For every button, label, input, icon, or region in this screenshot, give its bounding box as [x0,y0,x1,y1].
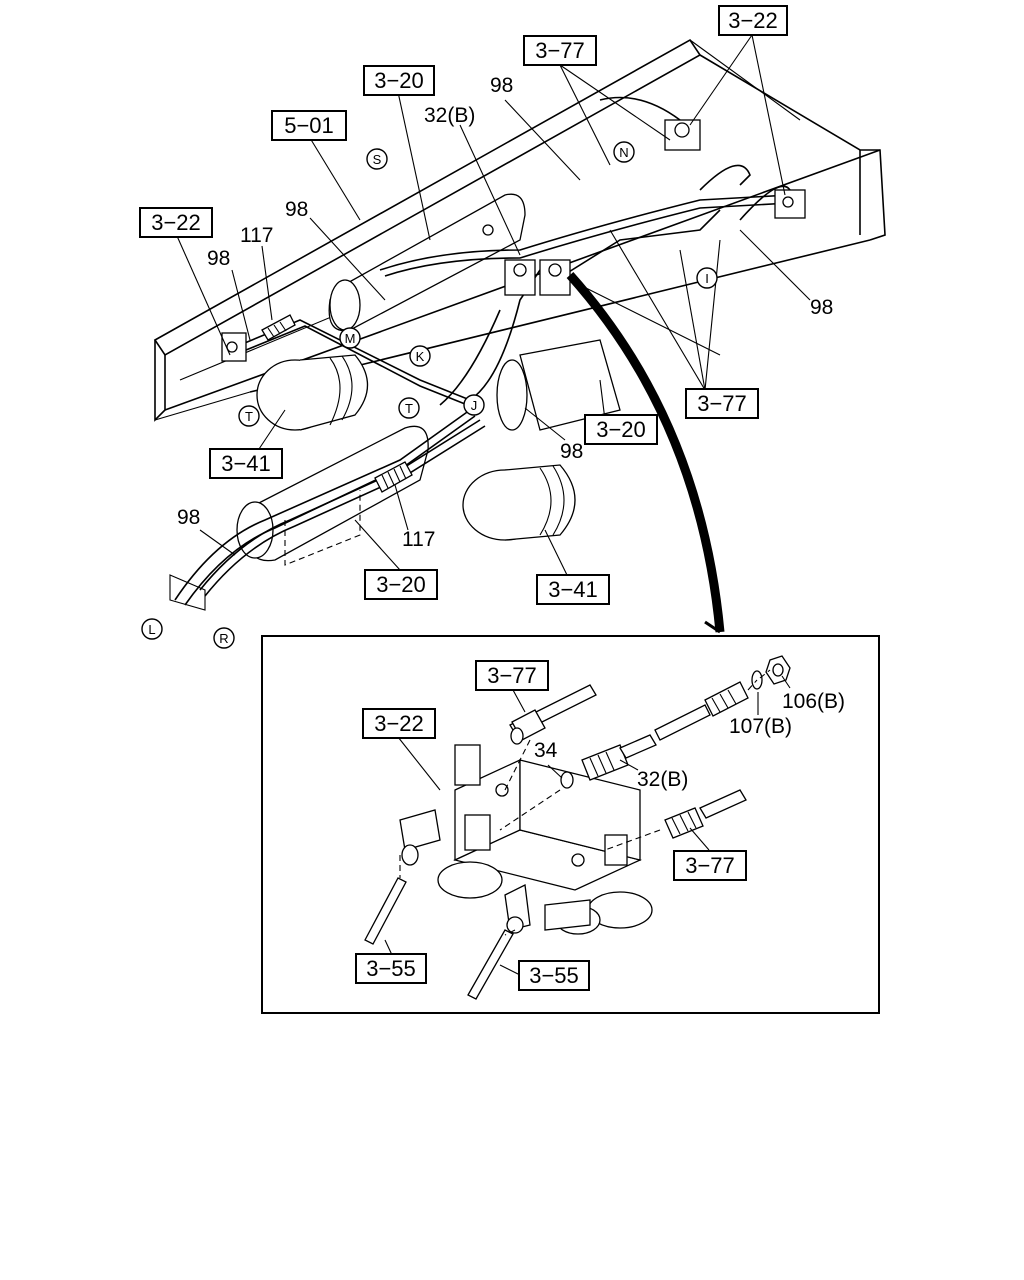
svg-text:S: S [373,152,382,167]
harness-coil-upper [261,314,296,341]
air-tank-upper [328,193,526,332]
svg-text:R: R [219,631,228,646]
dashed-bracket-lower [284,490,361,566]
svg-text:J: J [471,398,478,413]
connection-marker-s: S [366,148,388,170]
detail-callout-arrow [566,271,725,634]
svg-text:3−41: 3−41 [221,451,271,476]
connection-marker-r: R [213,627,235,649]
inset-fitting-right [664,789,747,839]
ref-box-3-77-inset-right: 3−77 [673,850,747,881]
part-label-98-mid: 98 [560,440,583,463]
svg-text:5−01: 5−01 [284,113,334,138]
part-label-106b: 106(B) [782,690,845,713]
part-label-117-left: 117 [240,224,273,247]
svg-text:3−55: 3−55 [529,963,579,988]
svg-text:3−77: 3−77 [685,853,735,878]
connection-marker-n: N [613,141,635,163]
svg-text:M: M [345,331,356,346]
part-label-32b-inset: 32(B) [637,768,688,791]
inset-nut-106b [765,655,791,685]
svg-text:I: I [705,271,709,286]
inset-pipe-3-55-right [467,929,514,1000]
inset-pipe-upper [509,684,597,745]
svg-text:N: N [619,145,628,160]
svg-text:3−77: 3−77 [535,38,585,63]
ref-box-5-01: 5−01 [271,110,347,141]
svg-text:3−22: 3−22 [151,210,201,235]
part-label-107b: 107(B) [729,715,792,738]
inset-washer-34 [560,771,574,789]
inset-pipe-32b [654,681,749,741]
valve-top-right [664,119,701,151]
part-label-98-bottom-left: 98 [177,506,200,529]
brake-chamber-bottom [462,464,576,541]
svg-text:T: T [245,409,253,424]
ref-box-3-77-inset-top: 3−77 [475,660,549,691]
ref-box-3-20-bottom: 3−20 [364,569,438,600]
ref-box-3-22-inset: 3−22 [362,708,436,739]
part-label-32b-top: 32(B) [424,104,475,127]
harness-coil-lower [374,461,413,493]
part-label-98-left-upper: 98 [285,198,308,221]
ref-box-3-22-left: 3−22 [139,207,213,238]
connection-marker-l: L [141,618,163,640]
part-label-98-left: 98 [207,247,230,270]
ref-box-3-77-right: 3−77 [685,388,759,419]
ref-box-3-55-inset-left: 3−55 [355,953,427,984]
svg-text:K: K [416,349,425,364]
svg-text:3−22: 3−22 [728,8,778,33]
connection-marker-t-mid: T [398,397,420,419]
brake-chamber-left [256,354,368,431]
leader-lines [176,34,811,576]
inset-fitting-32b [581,734,657,781]
ref-box-3-55-inset-right: 3−55 [518,960,590,991]
inset-leader-lines [384,675,791,976]
connection-marker-m: M [339,327,361,349]
connection-marker-k: K [409,345,431,367]
part-label-117-mid: 117 [402,528,435,551]
air-tank-right [496,339,621,431]
svg-text:L: L [148,622,155,637]
svg-text:3−55: 3−55 [366,956,416,981]
connection-marker-j: J [463,394,485,416]
svg-text:3−20: 3−20 [374,68,424,93]
part-label-34: 34 [534,739,558,762]
part-label-98-right: 98 [810,296,833,319]
svg-text:3−22: 3−22 [374,711,424,736]
ref-box-3-41-bottom: 3−41 [536,574,610,605]
svg-text:3−77: 3−77 [697,391,747,416]
svg-text:3−77: 3−77 [487,663,537,688]
connection-marker-t-left: T [238,405,260,427]
connection-marker-i: I [696,267,718,289]
inset-alignment-lines [399,669,771,936]
svg-text:3−20: 3−20 [376,572,426,597]
ref-box-3-20-top: 3−20 [363,65,435,96]
svg-text:3−41: 3−41 [548,577,598,602]
svg-text:T: T [405,401,413,416]
inset-relay-valve [399,744,653,935]
harness-bracket [169,574,206,611]
svg-text:3−20: 3−20 [596,417,646,442]
relay-valve-assembly [504,259,571,296]
ref-box-3-77-top: 3−77 [523,35,597,66]
valve-left [221,332,247,362]
part-label-98-top: 98 [490,74,513,97]
ref-box-3-41-left: 3−41 [209,448,283,479]
inset-pipe-3-55-left [364,877,407,945]
ref-box-3-22-top: 3−22 [718,5,788,36]
ref-box-3-20-mid: 3−20 [584,414,658,445]
pipe-routing [174,96,791,606]
valve-far-right [774,189,806,219]
